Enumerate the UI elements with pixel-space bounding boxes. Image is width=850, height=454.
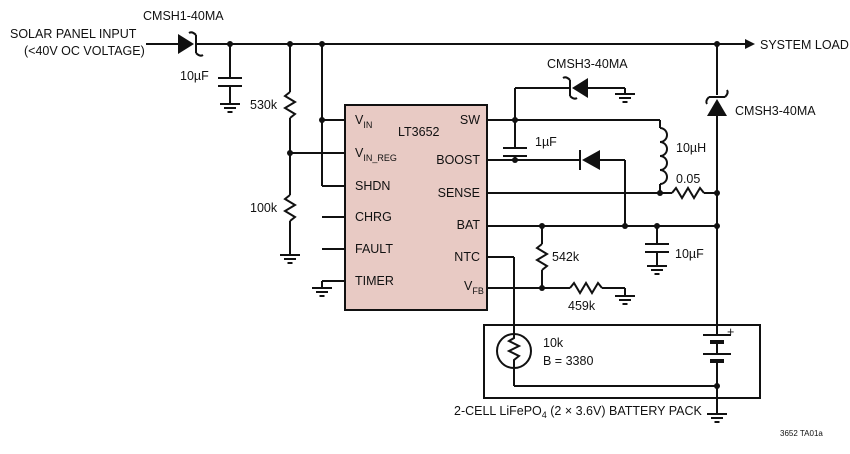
l-10uh-label: 10µH	[676, 141, 706, 155]
battery-pack-box	[483, 324, 761, 399]
ic-name: LT3652	[398, 125, 440, 139]
thermistor-beta: B = 3380	[543, 354, 593, 368]
system-load-label: SYSTEM LOAD	[760, 38, 849, 52]
thermistor-value: 10k	[543, 336, 564, 350]
svg-text:SOLAR PANEL INPUT: SOLAR PANEL INPUT	[10, 27, 137, 41]
r-459k-label: 459k	[568, 299, 596, 313]
pin-vfb: VFB	[464, 279, 484, 296]
pin-timer: TIMER	[355, 274, 394, 288]
inductor-10uh	[659, 127, 668, 185]
pin-vin: VIN	[355, 113, 372, 130]
input-capacitor	[218, 44, 242, 113]
resistor-530k	[283, 91, 297, 119]
pin-sense: SENSE	[438, 186, 480, 200]
c-in-label: 10µF	[180, 69, 209, 83]
pin-fault: FAULT	[355, 242, 393, 256]
pin-boost: BOOST	[436, 153, 480, 167]
pin-shdn: SHDN	[355, 179, 390, 193]
pin-bat: BAT	[457, 218, 481, 232]
r-542k-label: 542k	[552, 250, 580, 264]
thermistor	[496, 333, 532, 386]
boost-diode	[579, 150, 600, 170]
battery-cells	[703, 334, 731, 386]
r-530k-label: 530k	[250, 98, 278, 112]
battery-pack-label: 2-CELL LiFePO4 (2 × 3.6V) BATTERY PACK	[454, 404, 702, 420]
output-capacitor	[645, 226, 669, 275]
cmsh3-right-diode	[705, 89, 729, 116]
resistor-542k	[535, 243, 549, 271]
sense-resistor	[671, 186, 705, 200]
cmsh3-top-label: CMSH3-40MA	[547, 57, 628, 71]
figure-id: 3652 TA01a	[780, 429, 823, 438]
r-sense-label: 0.05	[676, 172, 700, 186]
resistor-459k	[569, 281, 603, 295]
lt3652-ic-body	[344, 104, 488, 311]
svg-text:(<40V OC VOLTAGE): (<40V OC VOLTAGE)	[24, 44, 145, 58]
cmsh3-right-label: CMSH3-40MA	[735, 104, 816, 118]
input-labels: SOLAR PANEL INPUT (<40V OC VOLTAGE) CMSH…	[10, 9, 224, 58]
battery-plus: +	[727, 325, 734, 339]
system-load-arrow	[745, 39, 755, 49]
c-bat-label: 10µF	[675, 247, 704, 261]
pin-vin-reg: VIN_REG	[355, 146, 397, 163]
resistor-100k	[283, 194, 297, 222]
pin-sw: SW	[460, 113, 480, 127]
r-100k-label: 100k	[250, 201, 278, 215]
svg-text:CMSH1-40MA: CMSH1-40MA	[143, 9, 224, 23]
cmsh3-top-diode	[562, 76, 588, 100]
c-1uf-label: 1µF	[535, 135, 557, 149]
pin-ntc: NTC	[454, 250, 480, 264]
pin-chrg: CHRG	[355, 210, 392, 224]
